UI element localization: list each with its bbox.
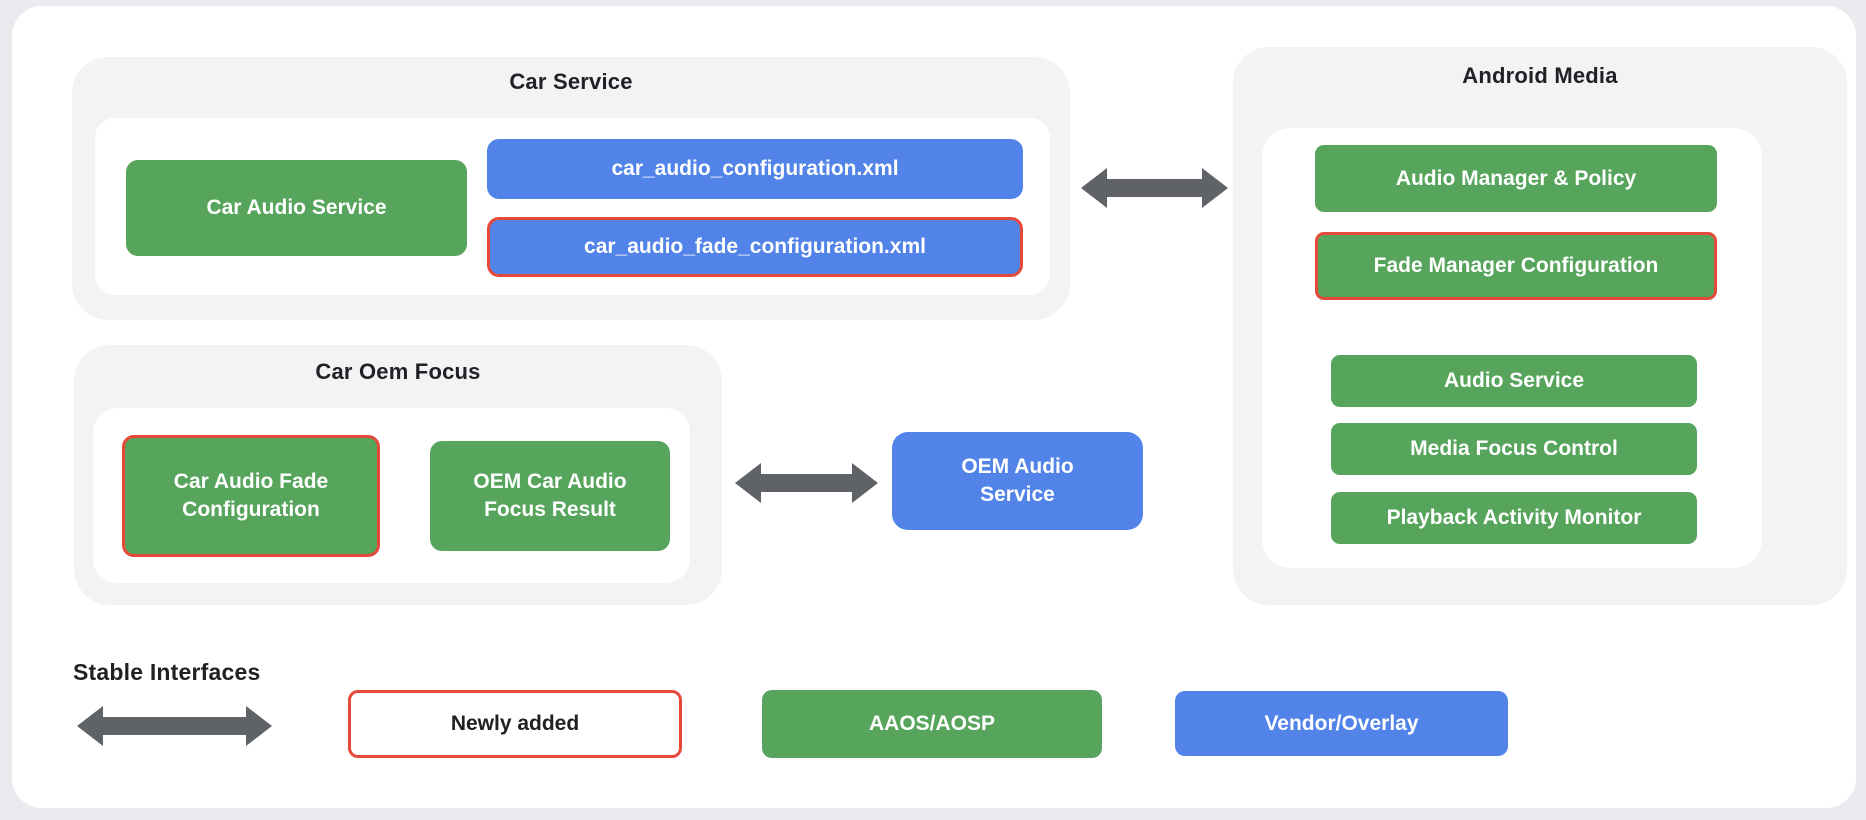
legend-newly-added: Newly added: [348, 690, 682, 758]
legend-stable-interfaces-arrow: [77, 706, 272, 746]
node-car-audio-fade-configuration: Car Audio Fade Configuration: [122, 435, 380, 557]
group-car-service: Car Service Car Audio Service car_audio_…: [72, 57, 1070, 320]
node-playback-activity-monitor: Playback Activity Monitor: [1331, 492, 1697, 544]
group-title-android-media: Android Media: [1462, 63, 1618, 88]
group-android-media: Android Media Audio Manager & Policy Fad…: [1233, 47, 1847, 605]
arrow-right-head-icon: [246, 706, 272, 746]
node-audio-manager-policy: Audio Manager & Policy: [1315, 145, 1717, 212]
node-audio-service: Audio Service: [1331, 355, 1697, 407]
arrow-car-service-android-media: [1081, 168, 1228, 208]
legend-vendor-overlay: Vendor/Overlay: [1175, 691, 1508, 756]
arrow-body: [1107, 179, 1202, 197]
node-car-audio-configuration-xml: car_audio_configuration.xml: [487, 139, 1023, 199]
arrow-left-head-icon: [77, 706, 103, 746]
arrow-left-head-icon: [1081, 168, 1107, 208]
group-title-car-oem-focus: Car Oem Focus: [315, 359, 481, 384]
node-car-audio-service: Car Audio Service: [126, 160, 467, 256]
arrow-right-head-icon: [852, 463, 878, 503]
arrow-left-head-icon: [735, 463, 761, 503]
arrow-body: [103, 717, 246, 735]
legend-aaos-aosp: AAOS/AOSP: [762, 690, 1102, 758]
node-fade-manager-configuration: Fade Manager Configuration: [1315, 232, 1717, 300]
arrow-right-head-icon: [1202, 168, 1228, 208]
arrow-body: [761, 474, 852, 492]
node-oem-audio-service: OEM Audio Service: [892, 432, 1143, 530]
arrow-car-oem-focus-oem-audio-service: [735, 463, 878, 503]
node-car-audio-fade-configuration-xml: car_audio_fade_configuration.xml: [487, 217, 1023, 277]
node-oem-car-audio-focus-result: OEM Car Audio Focus Result: [430, 441, 670, 551]
group-car-oem-focus: Car Oem Focus Car Audio Fade Configurati…: [74, 345, 722, 605]
node-media-focus-control: Media Focus Control: [1331, 423, 1697, 475]
legend-stable-interfaces-label: Stable Interfaces: [73, 659, 261, 685]
group-title-car-service: Car Service: [509, 69, 633, 94]
